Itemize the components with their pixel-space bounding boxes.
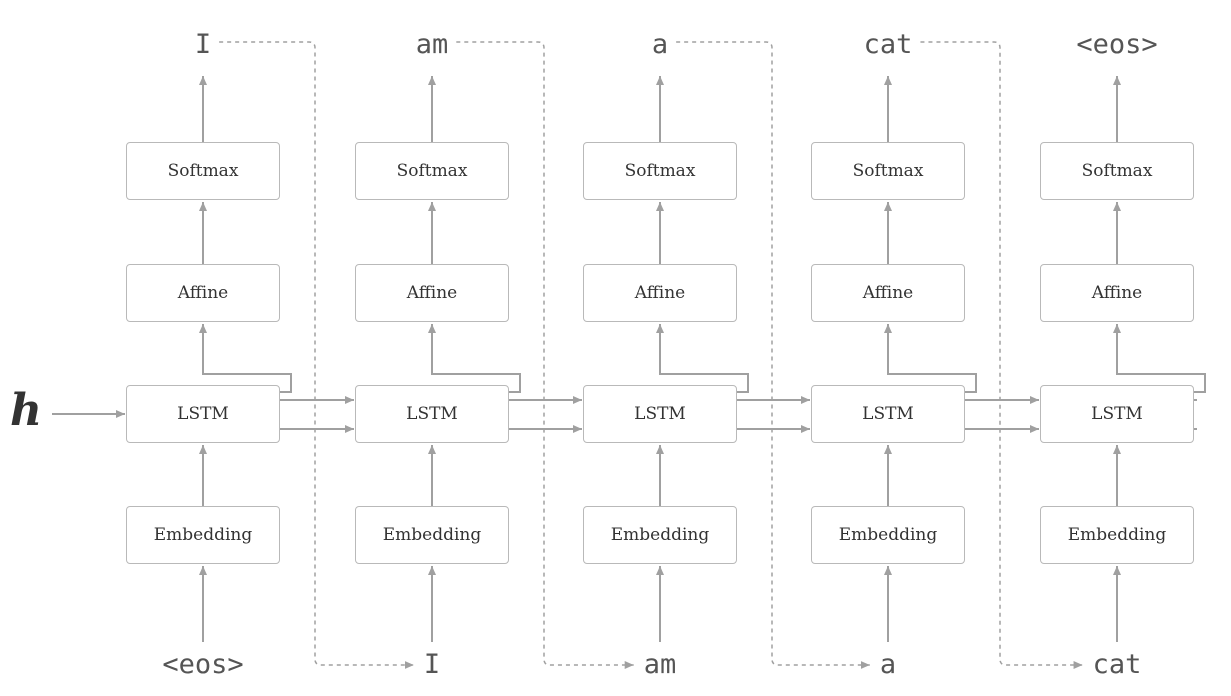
embedding-box-step-3: Embedding [583, 506, 737, 564]
affine-box-step-3: Affine [583, 264, 737, 322]
affine-box-step-2: Affine [355, 264, 509, 322]
softmax-box-step-5: Softmax [1040, 142, 1194, 200]
lstm-final-stub [1194, 399, 1197, 430]
embedding-box-step-4: Embedding [811, 506, 965, 564]
lstm-box-step-3: LSTM [583, 385, 737, 443]
arrow-lstm-to-affine-5 [1113, 324, 1206, 393]
output-token-step-4: cat [863, 29, 913, 60]
arrow-lstm-to-affine-3 [656, 324, 749, 393]
softmax-box-step-2: Softmax [355, 142, 509, 200]
affine-box-step-5: Affine [1040, 264, 1194, 322]
output-token-step-2: am [415, 29, 449, 60]
output-token-step-1: I [194, 29, 212, 60]
hidden-state-h: h [10, 385, 42, 436]
input-token-step-5: cat [1092, 649, 1142, 680]
lstm-box-step-5: LSTM [1040, 385, 1194, 443]
softmax-box-step-1: Softmax [126, 142, 280, 200]
lstm-box-step-4: LSTM [811, 385, 965, 443]
affine-box-step-1: Affine [126, 264, 280, 322]
input-token-step-3: am [643, 649, 677, 680]
arrow-lstm-to-affine-1 [199, 324, 292, 393]
arrow-lstm-to-affine-2 [428, 324, 521, 393]
softmax-box-step-3: Softmax [583, 142, 737, 200]
arrow-lstm-to-affine-4 [884, 324, 977, 393]
output-token-step-5: <eos> [1076, 29, 1158, 60]
input-token-step-4: a [879, 649, 897, 680]
lstm-box-step-1: LSTM [126, 385, 280, 443]
dashed-feedback-2 [456, 41, 634, 669]
affine-box-step-4: Affine [811, 264, 965, 322]
embedding-box-step-2: Embedding [355, 506, 509, 564]
embedding-box-step-1: Embedding [126, 506, 280, 564]
input-token-step-2: I [423, 649, 441, 680]
softmax-box-step-4: Softmax [811, 142, 965, 200]
dashed-feedback-1 [219, 41, 414, 669]
lstm-box-step-2: LSTM [355, 385, 509, 443]
embedding-box-step-5: Embedding [1040, 506, 1194, 564]
input-token-step-1: <eos> [162, 649, 244, 680]
dashed-feedback-4 [920, 41, 1083, 669]
dashed-feedback-3 [676, 41, 870, 669]
output-token-step-3: a [651, 29, 669, 60]
